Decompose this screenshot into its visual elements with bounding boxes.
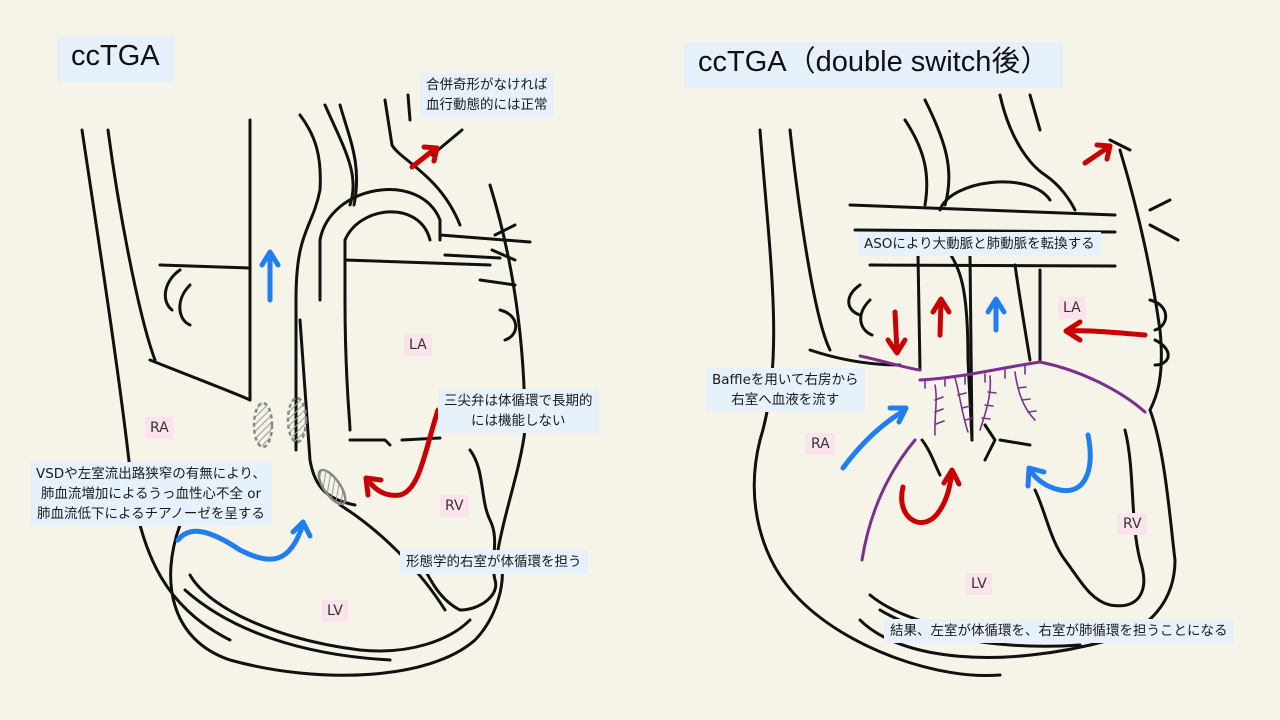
right-heart-drawing — [752, 93, 1180, 678]
left-label-la: LA — [404, 334, 432, 356]
note-aso: ASOにより大動脈と肺動脈を転換する — [858, 232, 1101, 256]
right-label-lv: LV — [966, 573, 992, 595]
arterial-flow-arrow-la-rv — [363, 407, 441, 498]
hatched-valve-3 — [317, 468, 347, 506]
note-line: 血行動態的には正常 — [426, 97, 548, 113]
arterial-flow-arrow-lv — [899, 467, 962, 525]
venous-flow-arrow-ra-baffle — [840, 405, 909, 471]
right-title: ccTGA（double switch後） — [684, 42, 1064, 88]
arterial-flow-arrow-top-right — [1082, 142, 1113, 166]
venous-flow-arrow-ra-lv — [175, 519, 313, 562]
arterial-flow-arrow-la — [1063, 319, 1148, 343]
hatched-valve-1 — [252, 401, 274, 449]
left-label-ra: RA — [145, 417, 174, 439]
note-line: VSDや左室流出路狭窄の有無により、 — [36, 466, 266, 482]
venous-flow-arrow-rv — [1025, 432, 1093, 494]
arterial-flow-arrow-aortic — [409, 144, 440, 170]
note-result: 結果、左室が体循環を、右室が肺循環を担うことになる — [884, 619, 1234, 643]
note-rv-systemic: 形態学的右室が体循環を担う — [400, 550, 588, 574]
right-label-ra: RA — [806, 433, 835, 455]
note-line: 三尖弁は体循環で長期的 — [444, 393, 593, 409]
note-line: Baffleを用いて右房から — [712, 372, 859, 388]
note-line: には機能しない — [471, 413, 566, 429]
left-title: ccTGA — [57, 36, 174, 82]
baffle-and-sutures — [858, 354, 1147, 562]
venous-flow-arrow-up — [985, 296, 1007, 333]
arterial-flow-arrow-down — [885, 309, 908, 356]
arterial-flow-arrow-up — [930, 296, 952, 338]
note-line: 合併奇形がなければ — [426, 77, 548, 93]
note-vsd: VSDや左室流出路狭窄の有無により、 肺血流増加によるうっ血性心不全 or 肺血… — [30, 462, 272, 526]
valve-markers-left — [252, 396, 347, 506]
right-label-rv: RV — [1118, 513, 1147, 535]
note-line: 右室へ血液を流す — [731, 392, 840, 408]
venous-flow-arrow-svc — [259, 249, 281, 303]
note-line: 肺血流低下によるチアノーゼを呈する — [37, 506, 265, 522]
note-tricuspid: 三尖弁は体循環で長期的 には機能しない — [438, 389, 599, 433]
note-line: 肺血流増加によるうっ血性心不全 or — [40, 486, 262, 502]
left-heart-drawing — [80, 93, 532, 677]
hatched-valve-2 — [286, 396, 308, 444]
note-baffle: Baffleを用いて右房から 右室へ血液を流す — [706, 368, 865, 412]
left-label-rv: RV — [440, 495, 469, 517]
note-normal-flow: 合併奇形がなければ 血行動態的には正常 — [420, 73, 554, 117]
right-label-la: LA — [1058, 297, 1086, 319]
left-label-lv: LV — [322, 600, 348, 622]
